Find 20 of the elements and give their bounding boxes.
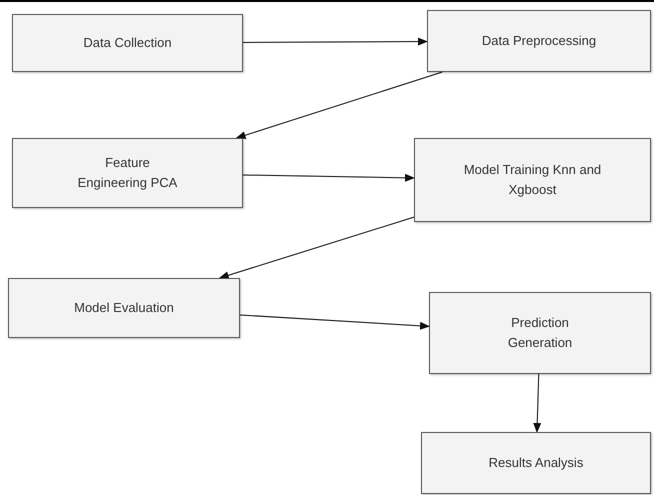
box-label: Feature Engineering PCA xyxy=(76,154,178,192)
process-box xyxy=(12,138,243,208)
arrow xyxy=(236,72,443,140)
process-box xyxy=(429,292,651,374)
process-box xyxy=(427,10,651,72)
arrow xyxy=(240,314,430,330)
arrow xyxy=(242,38,428,46)
box-label: Model Evaluation xyxy=(74,299,174,317)
process-box xyxy=(414,138,651,222)
arrow xyxy=(242,174,415,182)
process-box xyxy=(12,14,243,72)
box-label: Data Preprocessing xyxy=(482,32,596,50)
process-box xyxy=(421,432,651,494)
box-label: Model Training Knn and Xgboost xyxy=(462,161,602,199)
process-box xyxy=(8,278,240,338)
arrow xyxy=(218,216,414,280)
arrow xyxy=(533,374,542,433)
box-label: Results Analysis xyxy=(488,454,584,472)
box-label: Prediction Generation xyxy=(506,314,574,352)
box-label: Data Collection xyxy=(83,34,172,52)
